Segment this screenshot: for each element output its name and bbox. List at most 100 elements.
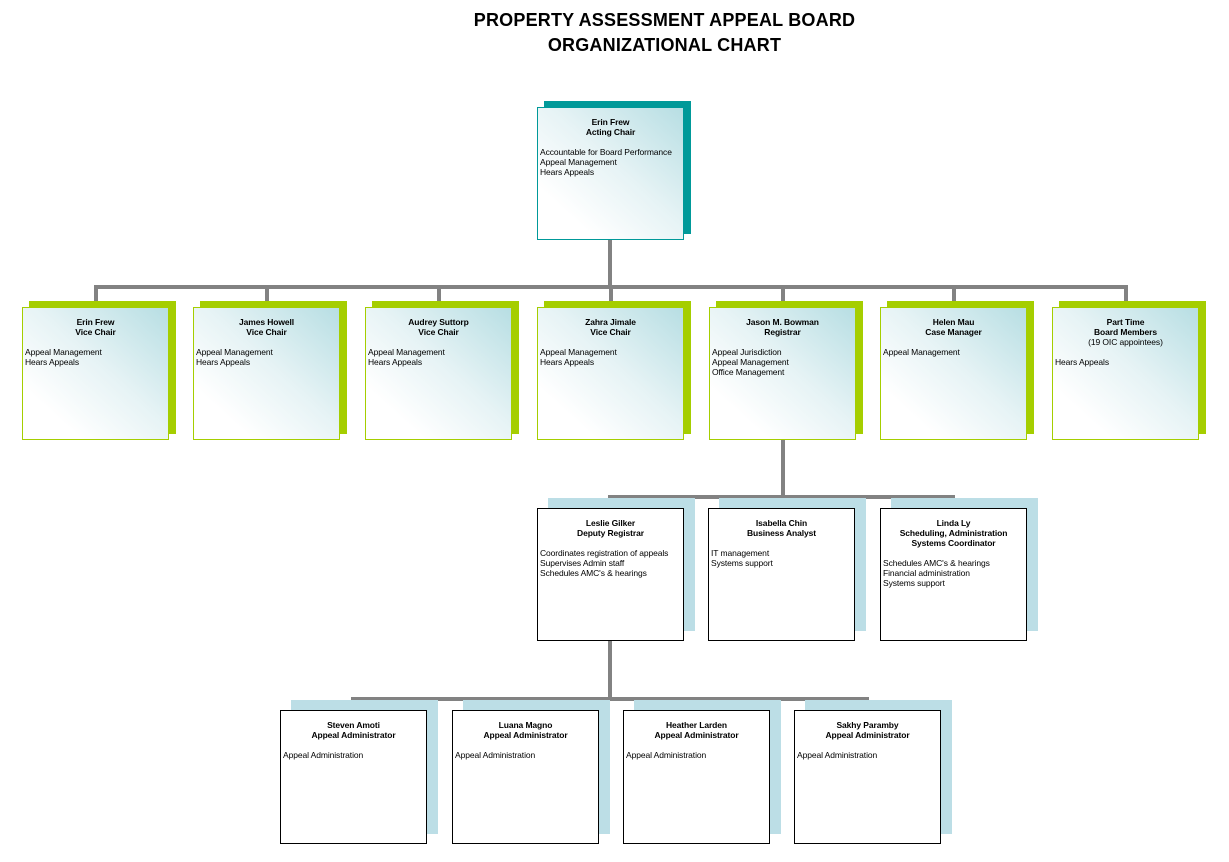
node-duty: Appeal Management xyxy=(196,347,273,357)
node-box: Helen Mau Case Manager Appeal Management xyxy=(880,307,1027,440)
node-role: Systems Coordinator xyxy=(911,538,996,548)
node-duty: Hears Appeals xyxy=(540,357,594,367)
org-node-case-manager: Helen Mau Case Manager Appeal Management xyxy=(880,301,1034,440)
connector-chair-vertical xyxy=(608,240,612,289)
node-role: Vice Chair xyxy=(418,327,459,337)
chart-title-line1: PROPERTY ASSESSMENT APPEAL BOARD xyxy=(473,10,856,30)
org-node-systems-coordinator: Linda Ly Scheduling, Administration Syst… xyxy=(880,498,1038,641)
node-duty: Appeal Management xyxy=(712,357,789,367)
node-role: Acting Chair xyxy=(585,127,636,137)
node-box: Zahra Jimale Vice Chair Appeal Managemen… xyxy=(537,307,684,440)
node-duty: Appeal Administration xyxy=(455,750,536,760)
node-role: Scheduling, Administration xyxy=(899,528,1008,538)
org-node-vice-chair-erin-frew: Erin Frew Vice Chair Appeal Management H… xyxy=(22,301,176,440)
node-box: Audrey Suttorp Vice Chair Appeal Managem… xyxy=(365,307,512,440)
node-duty: Appeal Management xyxy=(25,347,102,357)
connector-row2-stub xyxy=(952,285,956,307)
node-box: James Howell Vice Chair Appeal Managemen… xyxy=(193,307,340,440)
node-name: James Howell xyxy=(238,317,295,327)
node-box: Luana Magno Appeal Administrator Appeal … xyxy=(452,710,599,844)
node-box: Part Time Board Members (19 OIC appointe… xyxy=(1052,307,1199,440)
node-name: Sakhy Paramby xyxy=(836,720,899,730)
node-duty: Hears Appeals xyxy=(196,357,250,367)
node-duty: Appeal Management xyxy=(540,347,617,357)
org-node-appeal-admin-sakhy-paramby: Sakhy Paramby Appeal Administrator Appea… xyxy=(794,700,952,844)
node-role: Appeal Administrator xyxy=(311,730,396,740)
connector-row2-stub xyxy=(609,285,613,307)
connector-row2-stub xyxy=(437,285,441,307)
node-duty: Appeal Management xyxy=(368,347,445,357)
node-duty: Appeal Management xyxy=(883,347,960,357)
node-duty: Hears Appeals xyxy=(368,357,422,367)
node-duty: Supervises Admin staff xyxy=(540,558,625,568)
node-name: Linda Ly xyxy=(936,518,971,528)
node-name: Erin Frew xyxy=(591,117,630,127)
node-name: Part Time xyxy=(1106,317,1145,327)
node-box: Steven Amoti Appeal Administrator Appeal… xyxy=(280,710,427,844)
node-name: Steven Amoti xyxy=(327,720,380,730)
org-node-vice-chair-zahra-jimale: Zahra Jimale Vice Chair Appeal Managemen… xyxy=(537,301,691,440)
node-duty: Office Management xyxy=(712,367,785,377)
connector-row2-stub xyxy=(781,285,785,307)
org-node-appeal-admin-luana-magno: Luana Magno Appeal Administrator Appeal … xyxy=(452,700,610,844)
node-role: Case Manager xyxy=(925,327,982,337)
node-role: Business Analyst xyxy=(747,528,816,538)
node-name: Erin Frew xyxy=(76,317,115,327)
node-duty: Accountable for Board Performance xyxy=(540,147,672,157)
org-node-registrar: Jason M. Bowman Registrar Appeal Jurisdi… xyxy=(709,301,863,440)
node-role: Vice Chair xyxy=(246,327,287,337)
node-role: Appeal Administrator xyxy=(654,730,739,740)
connector-row2-stub xyxy=(265,285,269,307)
connector-row2-stub xyxy=(94,285,98,307)
node-duty: Appeal Management xyxy=(540,157,617,167)
chart-title-line2: ORGANIZATIONAL CHART xyxy=(547,35,782,55)
node-role: Appeal Administrator xyxy=(483,730,568,740)
org-node-appeal-admin-heather-larden: Heather Larden Appeal Administrator Appe… xyxy=(623,700,781,844)
org-node-acting-chair: Erin Frew Acting Chair Accountable for B… xyxy=(537,101,691,240)
node-name: Zahra Jimale xyxy=(585,317,636,327)
connector-row2-stub xyxy=(1124,285,1128,307)
org-node-deputy-registrar: Leslie Gilker Deputy Registrar Coordinat… xyxy=(537,498,695,641)
node-role: Vice Chair xyxy=(75,327,116,337)
node-duty: Appeal Jurisdiction xyxy=(712,347,782,357)
node-name: Heather Larden xyxy=(666,720,727,730)
connector-registrar-vertical xyxy=(781,437,785,499)
node-role: Registrar xyxy=(764,327,801,337)
node-role: Deputy Registrar xyxy=(577,528,644,538)
node-duty: Schedules AMC's & hearings xyxy=(883,558,990,568)
node-role: Appeal Administrator xyxy=(825,730,910,740)
org-node-appeal-admin-steven-amoti: Steven Amoti Appeal Administrator Appeal… xyxy=(280,700,438,844)
org-node-vice-chair-james-howell: James Howell Vice Chair Appeal Managemen… xyxy=(193,301,347,440)
node-box: Erin Frew Vice Chair Appeal Management H… xyxy=(22,307,169,440)
node-duty: Hears Appeals xyxy=(1055,357,1109,367)
node-box: Heather Larden Appeal Administrator Appe… xyxy=(623,710,770,844)
node-role: Board Members xyxy=(1094,327,1157,337)
node-duty: Hears Appeals xyxy=(25,357,79,367)
node-box: Leslie Gilker Deputy Registrar Coordinat… xyxy=(537,508,684,641)
node-note: (19 OIC appointees) xyxy=(1088,337,1163,347)
node-name: Jason M. Bowman xyxy=(746,317,819,327)
node-role: Vice Chair xyxy=(590,327,631,337)
node-box: Isabella Chin Business Analyst IT manage… xyxy=(708,508,855,641)
node-duty: Coordinates registration of appeals xyxy=(540,548,669,558)
node-duty: Systems support xyxy=(711,558,773,568)
node-box: Sakhy Paramby Appeal Administrator Appea… xyxy=(794,710,941,844)
node-box: Jason M. Bowman Registrar Appeal Jurisdi… xyxy=(709,307,856,440)
node-name: Helen Mau xyxy=(932,317,975,327)
node-box: Linda Ly Scheduling, Administration Syst… xyxy=(880,508,1027,641)
node-duty: Hears Appeals xyxy=(540,167,594,177)
connector-row4-horizontal xyxy=(351,697,869,701)
node-duty: Appeal Administration xyxy=(797,750,878,760)
node-duty: Schedules AMC's & hearings xyxy=(540,568,647,578)
node-name: Audrey Suttorp xyxy=(408,317,469,327)
node-duty: Systems support xyxy=(883,578,945,588)
connector-deputy-vertical xyxy=(608,641,612,701)
org-node-part-time-board-members: Part Time Board Members (19 OIC appointe… xyxy=(1052,301,1206,440)
org-node-vice-chair-audrey-suttorp: Audrey Suttorp Vice Chair Appeal Managem… xyxy=(365,301,519,440)
node-duty: IT management xyxy=(711,548,770,558)
node-box: Erin Frew Acting Chair Accountable for B… xyxy=(537,107,684,240)
node-name: Isabella Chin xyxy=(755,518,808,528)
node-duty: Appeal Administration xyxy=(283,750,364,760)
chart-title: PROPERTY ASSESSMENT APPEAL BOARD ORGANIZ… xyxy=(50,8,1229,58)
